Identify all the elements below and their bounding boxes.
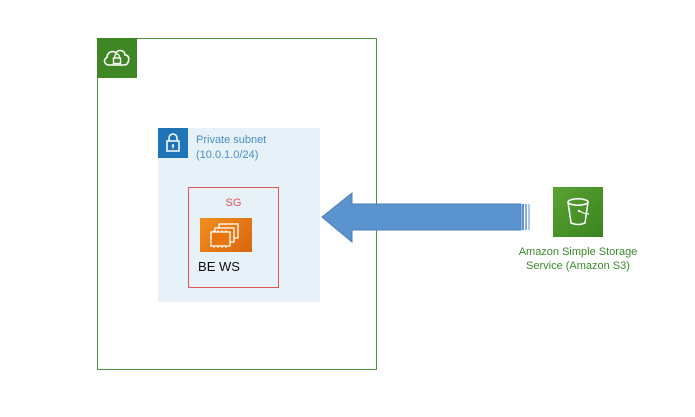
s3-label-line2: Service (Amazon S3) <box>526 260 630 272</box>
s3-label: Amazon Simple Storage Service (Amazon S3… <box>503 245 653 273</box>
s3-label-line1: Amazon Simple Storage <box>518 246 638 258</box>
instance-label: BE WS <box>198 259 240 274</box>
security-group-label: SG <box>225 197 242 209</box>
lock-icon <box>158 128 188 158</box>
cloud-lock-icon <box>97 38 137 78</box>
subnet-label: Private subnet (10.0.1.0/24) <box>196 133 266 163</box>
s3-bucket-icon <box>553 187 603 237</box>
ec2-instances-icon <box>200 218 252 252</box>
subnet-cidr: (10.0.1.0/24) <box>196 149 259 161</box>
security-group-boundary <box>188 187 279 288</box>
subnet-title: Private subnet <box>196 134 267 146</box>
